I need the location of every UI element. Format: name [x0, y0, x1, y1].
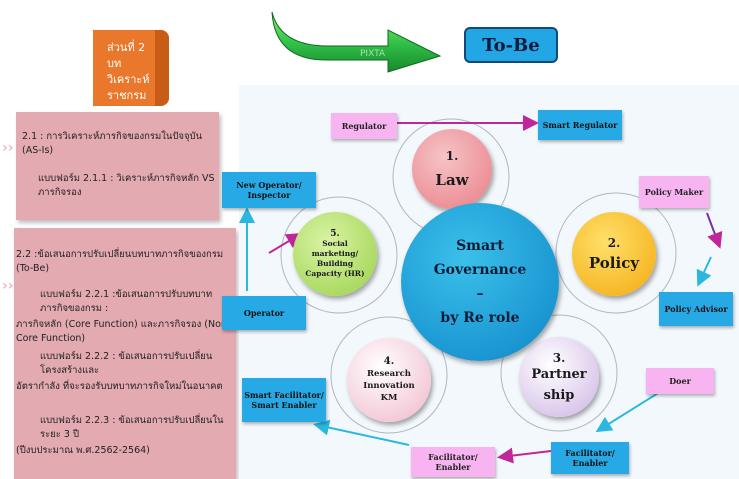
- doer-box: Doer: [646, 368, 714, 394]
- panel-to-be-line7: (ปีงบประมาณ พ.ศ.2562-2564): [16, 445, 150, 456]
- panel-to-be-line4: แบบฟอร์ม 2.2.2 : ข้อเสนอการปรับเปลี่ยนโค…: [40, 351, 213, 376]
- panel-as-is: 2.1 : การวิเคราะห์ภารกิจของกรมในปัจจุบัน…: [16, 112, 219, 220]
- circle-social-label2: marketing/: [311, 249, 359, 258]
- policy-advisor-box: Policy Advisor: [659, 292, 733, 326]
- section-tag-label: ส่วนที่ 2 บทวิเคราะห์ราชกรม: [107, 41, 150, 102]
- circle-research-label3: KM: [380, 393, 398, 403]
- panel-to-be-line2: แบบฟอร์ม 2.2.1 :ข้อเสนอการปรับบทบาทภารกิ…: [40, 289, 213, 314]
- chevron-right-icon: ››: [2, 278, 14, 294]
- watermark-text: PIXTA: [360, 49, 386, 59]
- panel-to-be: 2.2 :ข้อเสนอการปรับเปลี่ยนบทบาทภารกิจของ…: [14, 228, 236, 479]
- circle-partnership-label2: ship: [543, 388, 575, 403]
- panel-to-be-line6: แบบฟอร์ม 2.2.3 : ข้อเสนอการปรับเปลี่ยนใน…: [40, 415, 224, 440]
- chevron-right-icon: ››: [2, 140, 14, 156]
- section-tag: ส่วนที่ 2 บทวิเคราะห์ราชกรม: [93, 30, 155, 106]
- green-arrow-icon: PIXTA: [271, 11, 442, 73]
- circle-research-label2: Innovation: [363, 381, 415, 391]
- circle-policy: 2. Policy: [572, 212, 656, 296]
- circle-social-label1: Social: [322, 239, 348, 248]
- circle-policy-num: 2.: [607, 236, 621, 250]
- to-be-box: To-Be: [464, 27, 558, 63]
- circle-social-label4: Capacity (HR): [305, 269, 365, 278]
- circle-research-label1: Research: [366, 369, 411, 379]
- circle-partnership-num: 3.: [552, 351, 566, 365]
- center-circle-smart-governance: Smart Governance – by Re role: [401, 203, 559, 361]
- panel-to-be-line5: อัตรากำลัง ที่จะรองรับบทบาทภารกิจใหม่ในอ…: [16, 381, 223, 392]
- panel-as-is-line2: แบบฟอร์ม 2.1.1 : วิเคราะห์ภารกิจหลัก VS …: [38, 173, 215, 198]
- circle-partnership-label1: Partner: [531, 367, 587, 382]
- facilitator-enabler-bottom-box: Facilitator/ Enabler: [411, 447, 495, 477]
- circle-social: 5. Social marketing/ Building Capacity (…: [293, 212, 377, 296]
- regulator-box: Regulator: [331, 113, 397, 139]
- center-line2: Governance: [433, 262, 527, 278]
- center-line1: Smart: [456, 238, 504, 254]
- panel-to-be-line3: ภารกิจหลัก (Core Function) และภารกิจรอง …: [16, 319, 227, 344]
- circle-social-label3: Building: [316, 259, 354, 268]
- circle-law-label: Law: [435, 171, 469, 189]
- circle-policy-label: Policy: [588, 254, 640, 272]
- policy-maker-box: Policy Maker: [639, 176, 709, 208]
- circle-law: 1. Law: [412, 129, 492, 209]
- circle-partnership: 3. Partner ship: [519, 337, 599, 417]
- circle-research-num: 4.: [383, 356, 395, 367]
- connector-arrows: [239, 115, 723, 464]
- section-tag-fold: [155, 30, 169, 106]
- center-line3: –: [476, 286, 484, 302]
- circle-research: 4. Research Innovation KM: [347, 338, 431, 422]
- panel-to-be-line1: 2.2 :ข้อเสนอการปรับเปลี่ยนบทบาทภารกิจของ…: [16, 249, 224, 274]
- operator-box: Operator: [222, 296, 306, 330]
- facilitator-enabler-right-box: Facilitator/ Enabler: [551, 442, 629, 474]
- circle-social-num: 5.: [330, 229, 340, 239]
- circle-law-num: 1.: [445, 149, 459, 163]
- panel-as-is-line1: 2.1 : การวิเคราะห์ภารกิจของกรมในปัจจุบัน…: [22, 131, 203, 156]
- smart-regulator-box: Smart Regulator: [538, 110, 622, 140]
- center-line4: by Re role: [440, 310, 520, 326]
- new-operator-box: New Operator/ Inspector: [222, 172, 316, 208]
- smart-facilitator-box: Smart Facilitator/ Smart Enabler: [242, 378, 326, 422]
